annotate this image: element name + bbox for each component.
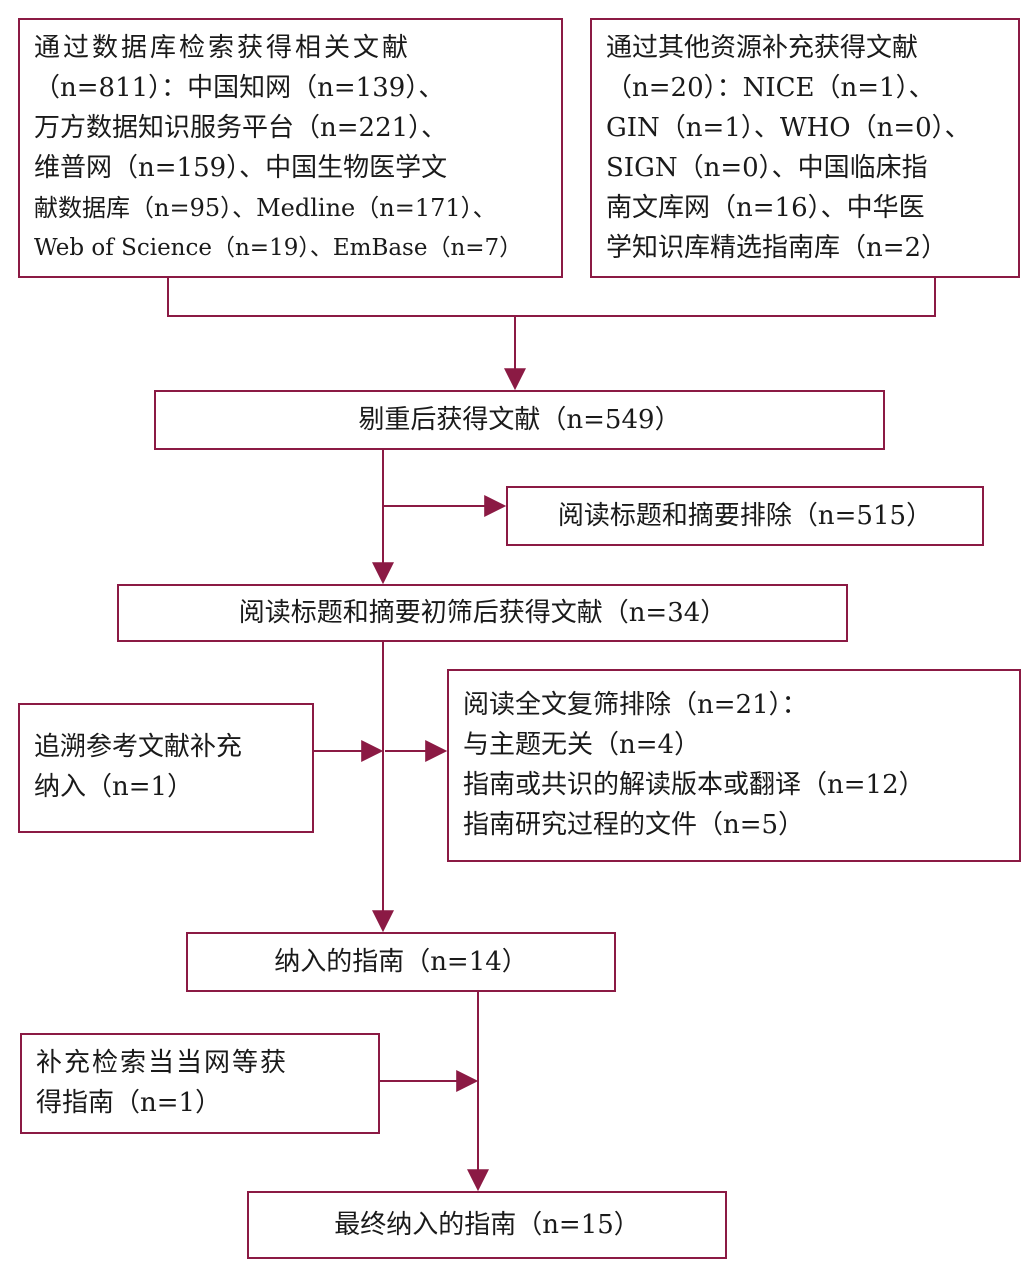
included-guidelines-box: 纳入的指南（n=14） (186, 932, 616, 992)
box-line: SIGN（n=0）、中国临床指 (606, 153, 928, 183)
box-line: 维普网（n=159）、中国生物医学文 (34, 153, 448, 183)
box-line: 与主题无关（n=4） (463, 730, 701, 760)
dedup-box: 剔重后获得文献（n=549） (154, 390, 885, 450)
box-line: （n=811）：中国知网（n=139）、 (34, 73, 445, 103)
title-abstract-excluded-box: 阅读标题和摘要排除（n=515） (506, 486, 984, 546)
supplement-search-box: 补充检索当当网等获 得指南（n=1） (20, 1033, 380, 1134)
box-line: GIN（n=1）、WHO（n=0）、 (606, 113, 971, 143)
box-line: 通过数据库检索获得相关文献 (34, 33, 412, 63)
box-line: 通过其他资源补充获得文献 (606, 33, 919, 63)
box-line: （n=20）：NICE（n=1）、 (606, 73, 935, 103)
box-line: 指南或共识的解读版本或翻译（n=12） (463, 770, 925, 800)
box-line: 追溯参考文献补充 (34, 732, 243, 762)
box-line: 纳入（n=1） (34, 772, 194, 802)
box-line: 最终纳入的指南（n=15） (334, 1210, 640, 1240)
box-line: 献数据库（n=95）、Medline（n=171）、 (34, 194, 497, 222)
db-search-box: 通过数据库检索获得相关文献 （n=811）：中国知网（n=139）、 万方数据知… (18, 18, 563, 278)
box-line: 剔重后获得文献（n=549） (358, 405, 681, 435)
final-box: 最终纳入的指南（n=15） (247, 1191, 727, 1259)
box-line: 纳入的指南（n=14） (274, 947, 528, 977)
box-line: Web of Science（n=19）、EmBase（n=7） (34, 235, 523, 261)
box-line: 阅读全文复筛排除（n=21）： (463, 690, 808, 720)
box-line: 阅读标题和摘要初筛后获得文献（n=34） (238, 598, 727, 628)
box-line: 万方数据知识服务平台（n=221）、 (34, 113, 448, 143)
fulltext-excluded-box: 阅读全文复筛排除（n=21）： 与主题无关（n=4） 指南或共识的解读版本或翻译… (447, 669, 1021, 862)
box-line: 阅读标题和摘要排除（n=515） (557, 501, 933, 531)
box-line: 补充检索当当网等获 (36, 1048, 289, 1078)
box-line: 得指南（n=1） (36, 1088, 222, 1118)
reference-trace-box: 追溯参考文献补充 纳入（n=1） (18, 703, 314, 833)
title-abstract-included-box: 阅读标题和摘要初筛后获得文献（n=34） (117, 584, 848, 642)
box-line: 南文库网（n=16）、中华医 (606, 193, 925, 223)
box-line: 学知识库精选指南库（n=2） (606, 233, 948, 263)
box-line: 指南研究过程的文件（n=5） (463, 810, 805, 840)
other-sources-box: 通过其他资源补充获得文献 （n=20）：NICE（n=1）、 GIN（n=1）、… (590, 18, 1020, 278)
merge-line (167, 277, 936, 317)
